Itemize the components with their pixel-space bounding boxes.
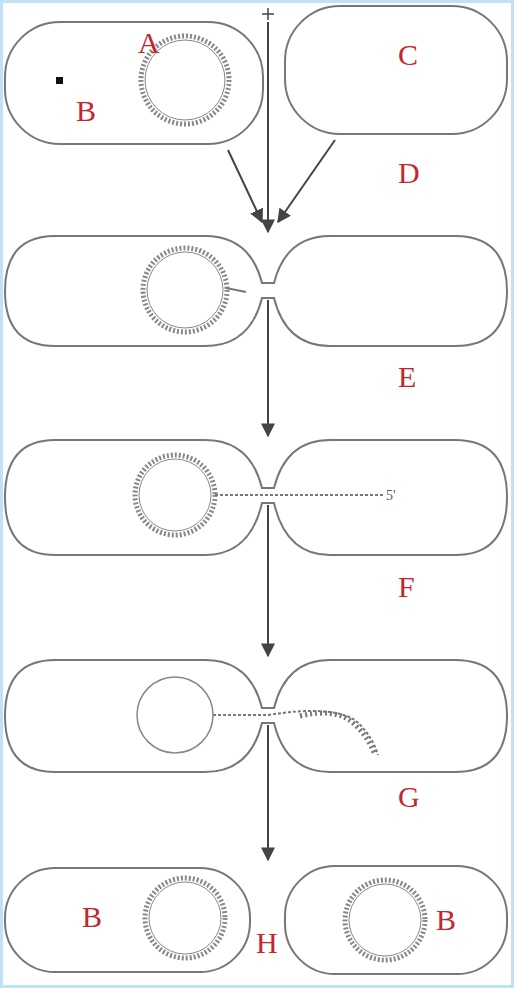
part-letter: F (398, 572, 415, 602)
process-arrow (267, 300, 269, 436)
daughter-cell (5, 868, 250, 972)
mating-pair (5, 236, 507, 346)
plasmid-group (135, 36, 425, 960)
part-letter: B (436, 905, 456, 935)
plasmid (349, 884, 421, 956)
process-arrow (267, 725, 269, 860)
mating-pair (5, 440, 507, 555)
recipient-cell (285, 6, 507, 134)
plus-mark (262, 8, 274, 20)
mating-pair (5, 660, 507, 772)
part-letter: B (76, 96, 96, 126)
part-letter: B (82, 902, 102, 932)
plasmid (135, 455, 215, 535)
part-letter: A (138, 28, 160, 58)
dna-strand (213, 711, 378, 755)
plasmid (137, 677, 213, 753)
plasmid (149, 882, 221, 954)
dna-strand (226, 288, 246, 292)
process-arrow (228, 150, 262, 222)
dna-strand (300, 713, 375, 755)
plasmid (139, 459, 211, 531)
process-arrow (278, 140, 335, 222)
part-letter: G (398, 782, 420, 812)
plasmid (147, 252, 223, 328)
process-arrow (267, 22, 269, 232)
strand-end-mark: 5' (386, 488, 396, 503)
part-letter: D (398, 158, 420, 188)
plasmid (145, 878, 225, 958)
part-letter: H (256, 928, 278, 958)
part-letter: E (398, 362, 416, 392)
chromosome-dot (56, 77, 63, 84)
donor-cell (5, 22, 263, 144)
process-arrow (267, 505, 269, 656)
plasmid (143, 248, 227, 332)
daughter-cell (285, 866, 507, 974)
plasmid (345, 880, 425, 960)
part-letter: C (398, 40, 418, 70)
dna-strand (215, 494, 385, 496)
